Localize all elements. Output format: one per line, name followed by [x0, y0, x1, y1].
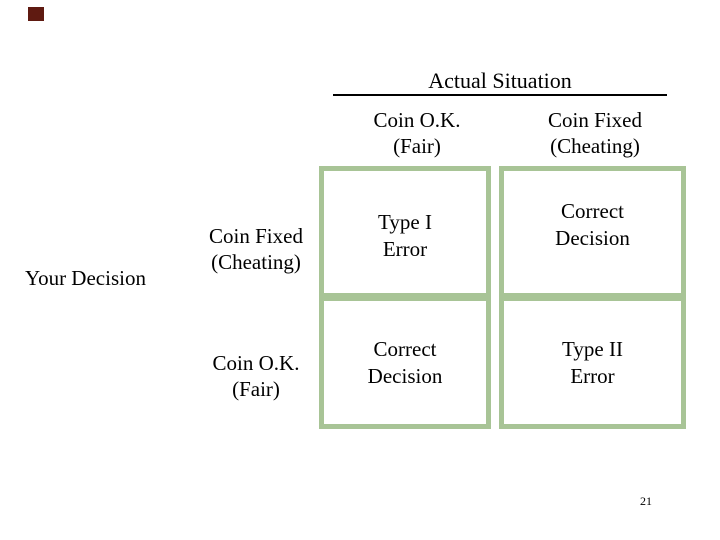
row-header-cheating-line1: Coin Fixed [209, 224, 303, 248]
cell-line: Type II [562, 336, 623, 361]
matrix-cell-correct-decision-bottom-text: Correct Decision [368, 336, 443, 390]
column-header-cheating-line1: Coin Fixed [548, 108, 642, 132]
cell-line: Error [382, 237, 428, 261]
column-header-fair-line2: (Fair) [393, 134, 441, 158]
matrix-cell-type2-error: Type II Error [499, 296, 686, 429]
matrix-cell-correct-decision-top-text: Correct Decision [555, 198, 630, 252]
column-axis-title-text: Actual Situation [428, 68, 572, 93]
row-axis-title: Your Decision [25, 266, 146, 290]
row-header-fair-line1: Coin O.K. [212, 351, 300, 375]
column-axis-title: Actual Situation [333, 69, 667, 96]
matrix-cell-correct-decision-top: Correct Decision [499, 166, 686, 298]
cell-line: Correct [561, 199, 624, 223]
cell-line: Decision [367, 363, 443, 388]
cell-line: Correct [373, 336, 437, 361]
column-header-fair-line1: Coin O.K. [373, 108, 461, 132]
matrix-cell-type2-error-text: Type II Error [562, 336, 623, 390]
cell-line: Decision [555, 226, 630, 250]
row-header-cheating: Coin Fixed (Cheating) [192, 223, 320, 275]
row-header-cheating-line2: (Cheating) [211, 250, 301, 274]
matrix-cell-type1-error-text: Type I Error [378, 209, 432, 263]
cell-line: Type I [378, 210, 432, 234]
matrix-cell-correct-decision-bottom: Correct Decision [319, 296, 491, 429]
row-header-fair: Coin O.K. (Fair) [192, 350, 320, 402]
column-header-fair: Coin O.K. (Fair) [352, 107, 482, 159]
cell-line: Error [570, 363, 615, 388]
title-bullet-square-icon [28, 7, 44, 21]
row-header-fair-line2: (Fair) [232, 377, 280, 401]
matrix-cell-type1-error: Type I Error [319, 166, 491, 298]
column-header-cheating: Coin Fixed (Cheating) [530, 107, 660, 159]
column-header-cheating-line2: (Cheating) [550, 134, 640, 158]
page-number: 21 [640, 494, 652, 508]
